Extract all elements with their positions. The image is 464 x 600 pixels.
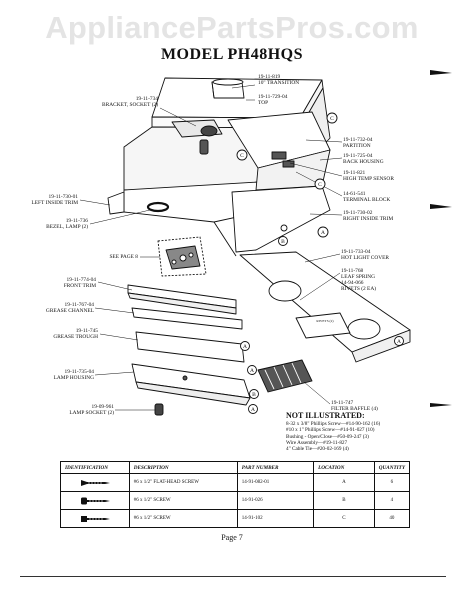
cell-location: B (313, 491, 375, 510)
cell-quantity: 40 (373, 509, 411, 528)
cell-location: A (313, 473, 375, 492)
cell-part-number: 14-91-082-01 (236, 473, 315, 492)
grease-channel (131, 307, 243, 330)
list-item: #10 x 1" Phillips Screw—#14-91-027 (10) (286, 427, 375, 434)
callout-text: A (397, 339, 401, 345)
transition-collar (211, 78, 245, 99)
callout-text: C (330, 116, 334, 122)
list-item: Bushing - Open/Close—#50-09-247 (3) (286, 433, 369, 440)
cell-part-number: 14-91-102 (236, 509, 315, 528)
callout-text: A (243, 344, 247, 350)
watermark: AppliancePartsPros.com (45, 10, 419, 45)
screw-hex-head-icon (60, 509, 130, 528)
callout-text: B (252, 392, 256, 398)
callout-text: C (240, 153, 244, 159)
callout-text: A (250, 368, 254, 374)
table-row: #6 x 1/2" SCREW 14-91-026 B 4 (60, 491, 411, 510)
callout-text: C (318, 182, 322, 188)
not-illustrated-list: 8-32 x 3/8" Phillips Screw—#14-90-162 (1… (286, 421, 380, 452)
lamp-socket (154, 403, 164, 416)
cell-description: #6 x 1/2" FLAT-HEAD SCREW (128, 473, 238, 492)
front-trim (127, 284, 237, 315)
label-see-page: SEE PAGE 8 (109, 254, 138, 260)
callout-text: A (251, 407, 255, 413)
callout-markers (236, 112, 404, 414)
screw-pan-head-icon (60, 491, 130, 510)
column-header: IDENTIFICATION (60, 461, 130, 474)
lamp-housing (131, 363, 251, 406)
callout-text: A (321, 230, 325, 236)
column-header: QUANTITY (373, 461, 411, 474)
hardware-table: IDENTIFICATION DESCRIPTION PART NUMBER L… (60, 461, 411, 528)
filter-baffle (257, 359, 313, 393)
cell-quantity: 4 (373, 491, 411, 510)
list-item: Wire Assembly—#19-11-827 (286, 439, 348, 446)
cell-part-number: 14-91-026 (236, 491, 315, 510)
cell-description: #6 x 1/2" SCREW (128, 491, 238, 510)
table-header-row: IDENTIFICATION DESCRIPTION PART NUMBER L… (60, 461, 411, 474)
cell-quantity: 6 (373, 473, 411, 492)
hot-light-cover (239, 251, 411, 363)
column-header: LOCATION (313, 461, 375, 474)
edge-marks (430, 70, 452, 407)
rivets-inset-label: RIVETS (2) (316, 319, 334, 323)
page-title: MODEL PH48HQS (160, 46, 304, 63)
see-page-assembly (157, 236, 207, 277)
list-item: 8-32 x 3/8" Phillips Screw—#14-90-162 (1… (286, 421, 381, 427)
bezel-lamp (146, 201, 170, 213)
list-item: 4" Cable Tie—#20-02-169 (4) (286, 446, 349, 453)
screw-flat-head-icon (60, 473, 130, 492)
leader-lines (79, 84, 343, 411)
table-row: #6 x 1/2" SCREW 14-91-102 C 40 (60, 509, 411, 528)
callout-text: B (281, 239, 285, 245)
left-inside-trim (107, 191, 125, 215)
bracket-socket (171, 119, 223, 155)
column-header: PART NUMBER (236, 461, 315, 474)
not-illustrated-heading: NOT ILLUSTRATED: (286, 411, 365, 420)
cell-location: C (313, 509, 375, 528)
cell-description: #6 x 1/2" SCREW (128, 509, 238, 528)
page-number: Page 7 (221, 533, 243, 542)
table-row: #6 x 1/2" FLAT-HEAD SCREW 14-91-082-01 A… (60, 473, 411, 492)
bottom-rule (20, 576, 446, 577)
grease-trough (135, 331, 245, 363)
column-header: DESCRIPTION (128, 461, 238, 474)
right-inside-trim (231, 185, 331, 253)
